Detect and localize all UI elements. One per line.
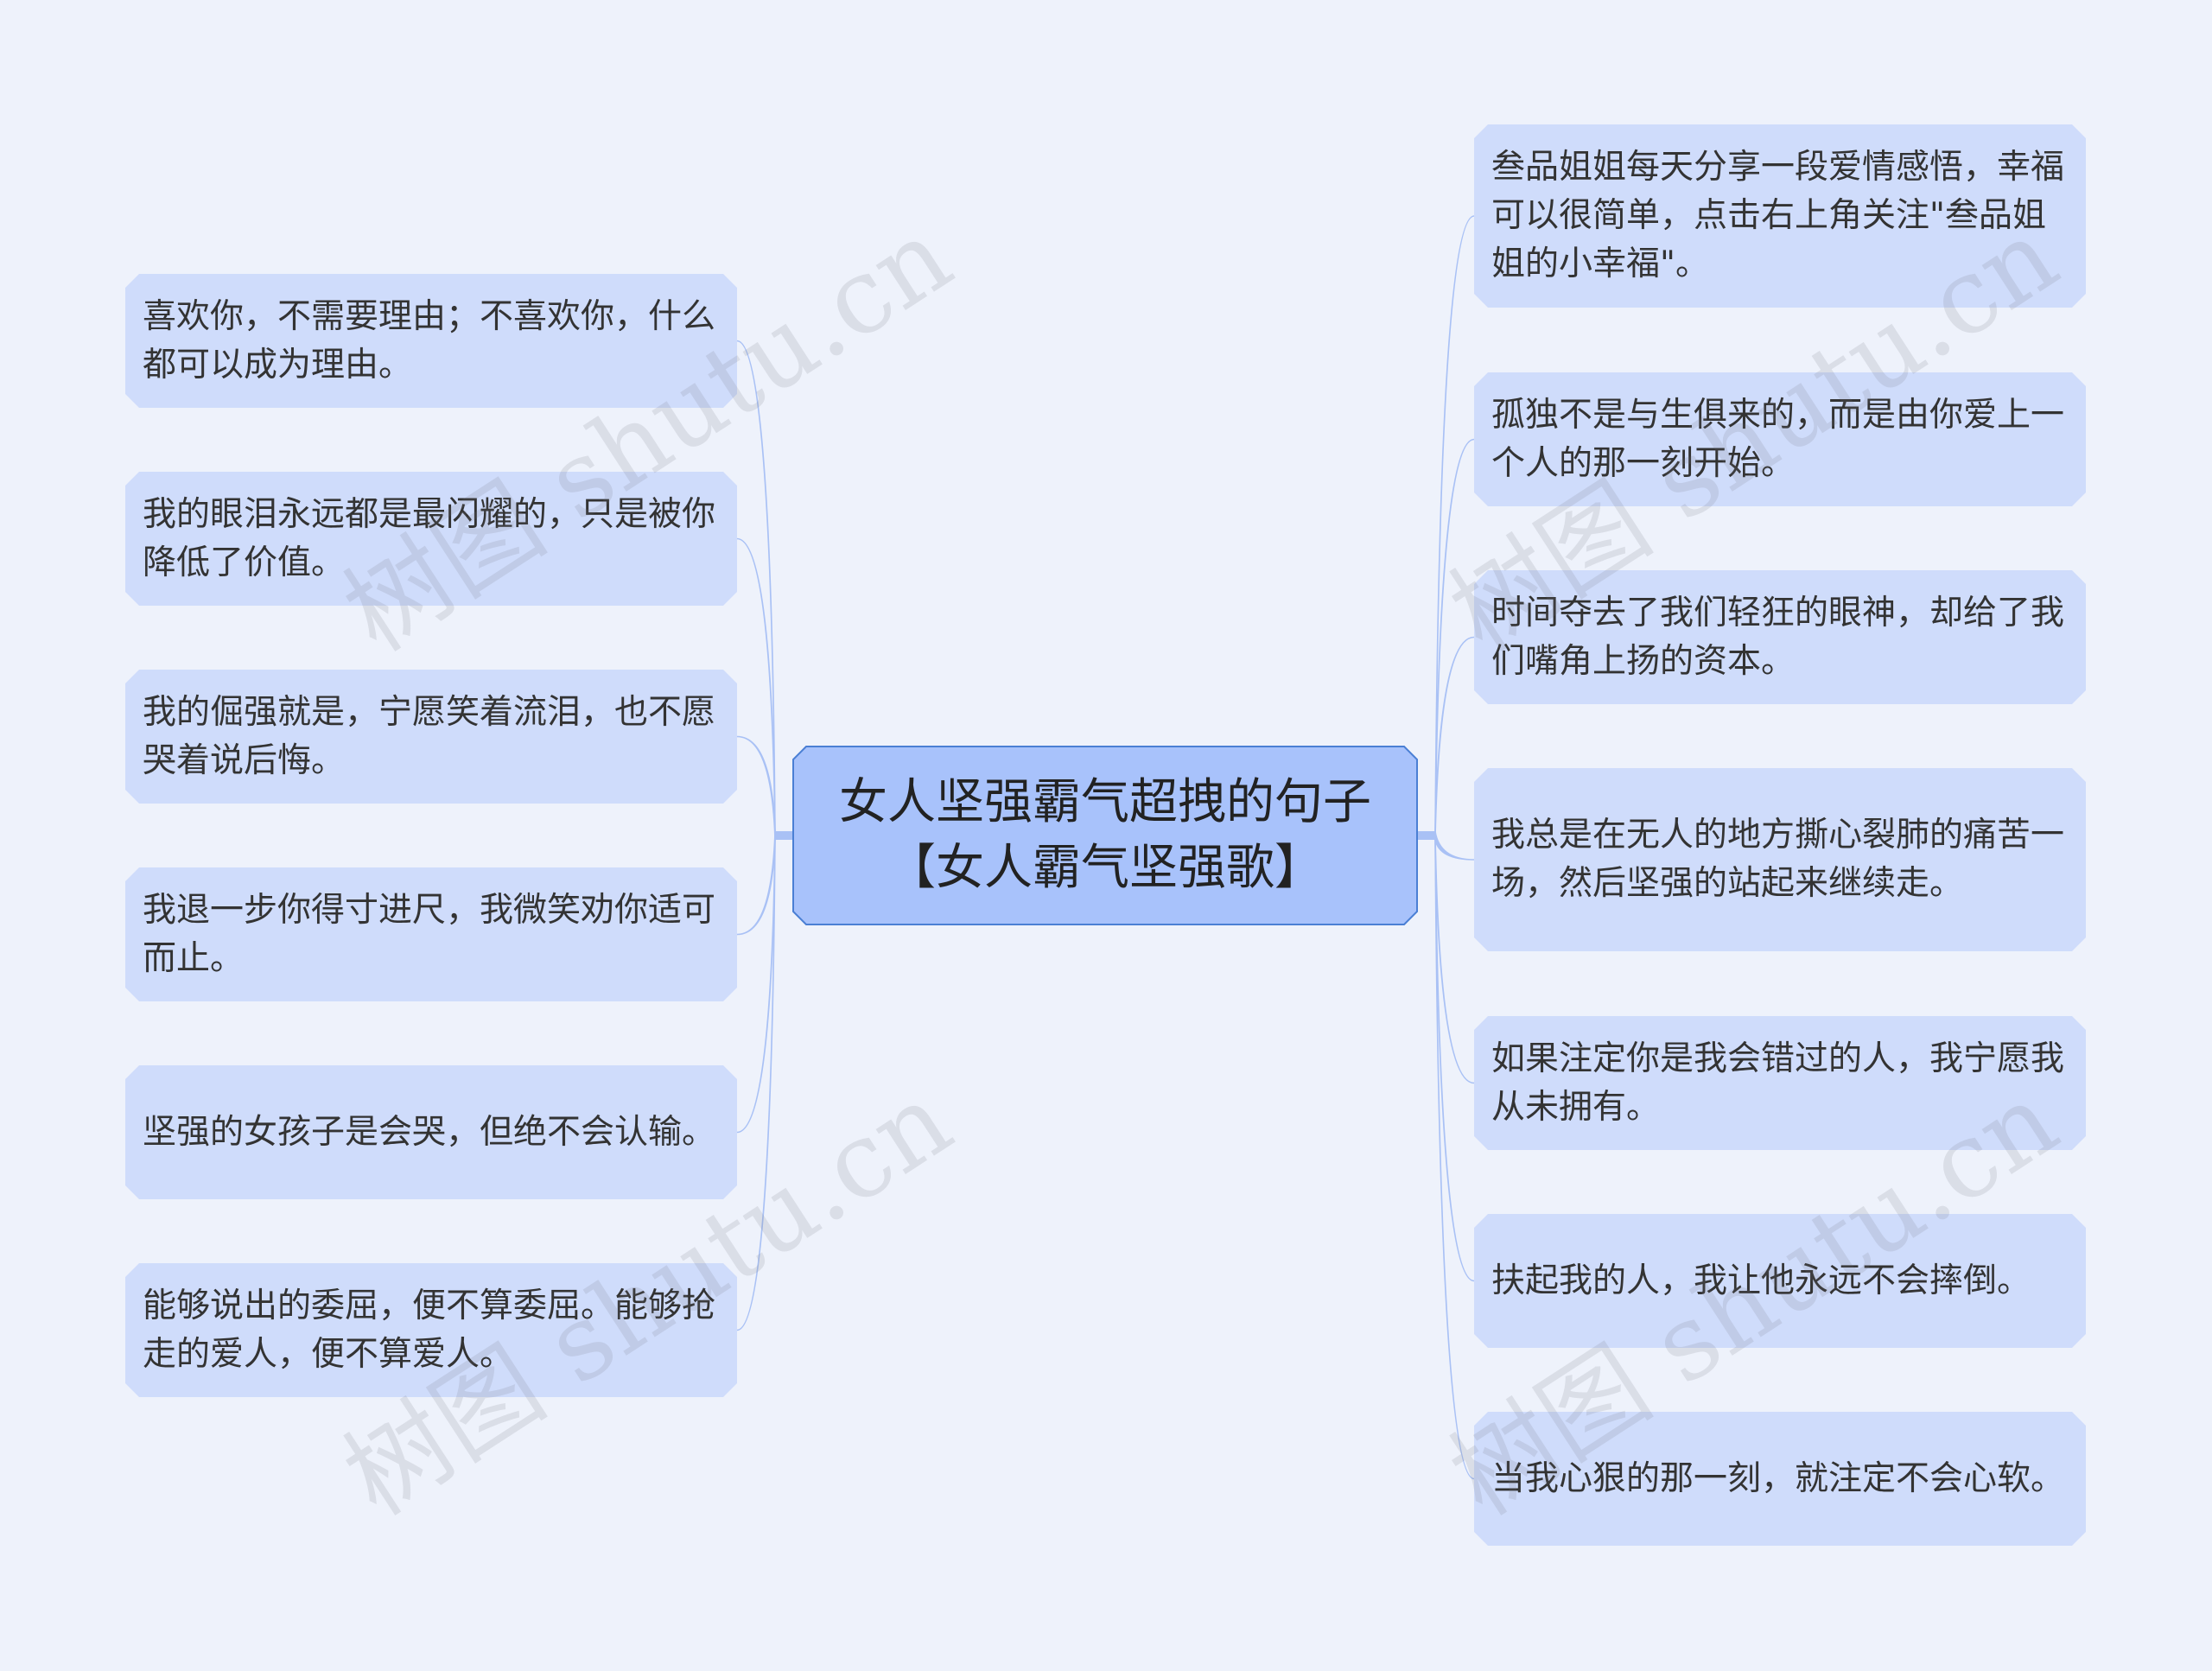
central-topic-subtitle: 【女人霸气坚强歌】 (887, 840, 1323, 896)
left-link-4 (736, 830, 776, 936)
right-node-6[interactable]: 扶起我的人，我让他永远不会摔倒。 (1474, 1214, 2086, 1348)
left-node-5-text: 坚强的女孩子是会哭，但绝不会认输。 (143, 1112, 716, 1152)
left-node-6[interactable]: 能够说出的委屈，便不算委屈。能够抢走的爱人，便不算爱人。 (125, 1263, 737, 1397)
right-link-5 (1434, 830, 1475, 1084)
right-node-7[interactable]: 当我心狠的那一刻，就注定不会心软。 (1474, 1412, 2086, 1546)
left-node-1-text: 喜欢你，不需要理由；不喜欢你，什么都可以成为理由。 (143, 296, 716, 384)
left-node-2-text: 我的眼泪永远都是最闪耀的，只是被你降低了价值。 (143, 494, 716, 582)
right-node-2[interactable]: 孤独不是与生俱来的，而是由你爱上一个人的那一刻开始。 (1474, 372, 2086, 506)
right-node-7-text: 当我心狠的那一刻，就注定不会心软。 (1491, 1458, 2065, 1498)
left-link-1 (736, 340, 776, 841)
right-node-5-text: 如果注定你是我会错过的人，我宁愿我从未拥有。 (1491, 1039, 2065, 1127)
right-link-7 (1434, 830, 1475, 1480)
left-link-2 (736, 537, 776, 841)
left-node-3[interactable]: 我的倔强就是，宁愿笑着流泪，也不愿哭着说后悔。 (125, 670, 737, 804)
right-node-1[interactable]: 叁品姐姐每天分享一段爱情感悟，幸福可以很简单，点击右上角关注"叁品姐姐的小幸福"… (1474, 124, 2086, 308)
right-node-5[interactable]: 如果注定你是我会错过的人，我宁愿我从未拥有。 (1474, 1016, 2086, 1150)
right-link-6 (1434, 830, 1475, 1282)
right-node-1-text: 叁品姐姐每天分享一段爱情感悟，幸福可以很简单，点击右上角关注"叁品姐姐的小幸福"… (1491, 148, 2065, 283)
left-node-5[interactable]: 坚强的女孩子是会哭，但绝不会认输。 (125, 1065, 737, 1199)
central-topic[interactable]: 女人坚强霸气超拽的句子 【女人霸气坚强歌】 (792, 746, 1418, 925)
left-link-5 (736, 830, 776, 1134)
left-link-3 (736, 735, 776, 841)
left-node-2[interactable]: 我的眼泪永远都是最闪耀的，只是被你降低了价值。 (125, 472, 737, 606)
right-link-2 (1434, 438, 1475, 841)
right-link-1 (1434, 215, 1475, 841)
left-link-6 (736, 830, 776, 1331)
left-node-4[interactable]: 我退一步你得寸进尺，我微笑劝你适可而止。 (125, 867, 737, 1001)
right-node-3-text: 时间夺去了我们轻狂的眼神，却给了我们嘴角上扬的资本。 (1491, 593, 2065, 681)
right-node-2-text: 孤独不是与生俱来的，而是由你爱上一个人的那一刻开始。 (1491, 395, 2065, 483)
right-node-6-text: 扶起我的人，我让他永远不会摔倒。 (1491, 1261, 2031, 1300)
right-node-4[interactable]: 我总是在无人的地方撕心裂肺的痛苦一场，然后坚强的站起来继续走。 (1474, 768, 2086, 951)
right-link-4 (1434, 830, 1475, 861)
left-node-4-text: 我退一步你得寸进尺，我微笑劝你适可而止。 (143, 890, 716, 978)
left-node-3-text: 我的倔强就是，宁愿笑着流泪，也不愿哭着说后悔。 (143, 692, 716, 780)
right-node-4-text: 我总是在无人的地方撕心裂肺的痛苦一场，然后坚强的站起来继续走。 (1491, 816, 2065, 903)
left-node-6-text: 能够说出的委屈，便不算委屈。能够抢走的爱人，便不算爱人。 (143, 1286, 716, 1374)
right-node-3[interactable]: 时间夺去了我们轻狂的眼神，却给了我们嘴角上扬的资本。 (1474, 570, 2086, 704)
right-link-3 (1434, 636, 1475, 841)
left-node-1[interactable]: 喜欢你，不需要理由；不喜欢你，什么都可以成为理由。 (125, 274, 737, 408)
central-topic-title: 女人坚强霸气超拽的句子 (839, 774, 1371, 830)
